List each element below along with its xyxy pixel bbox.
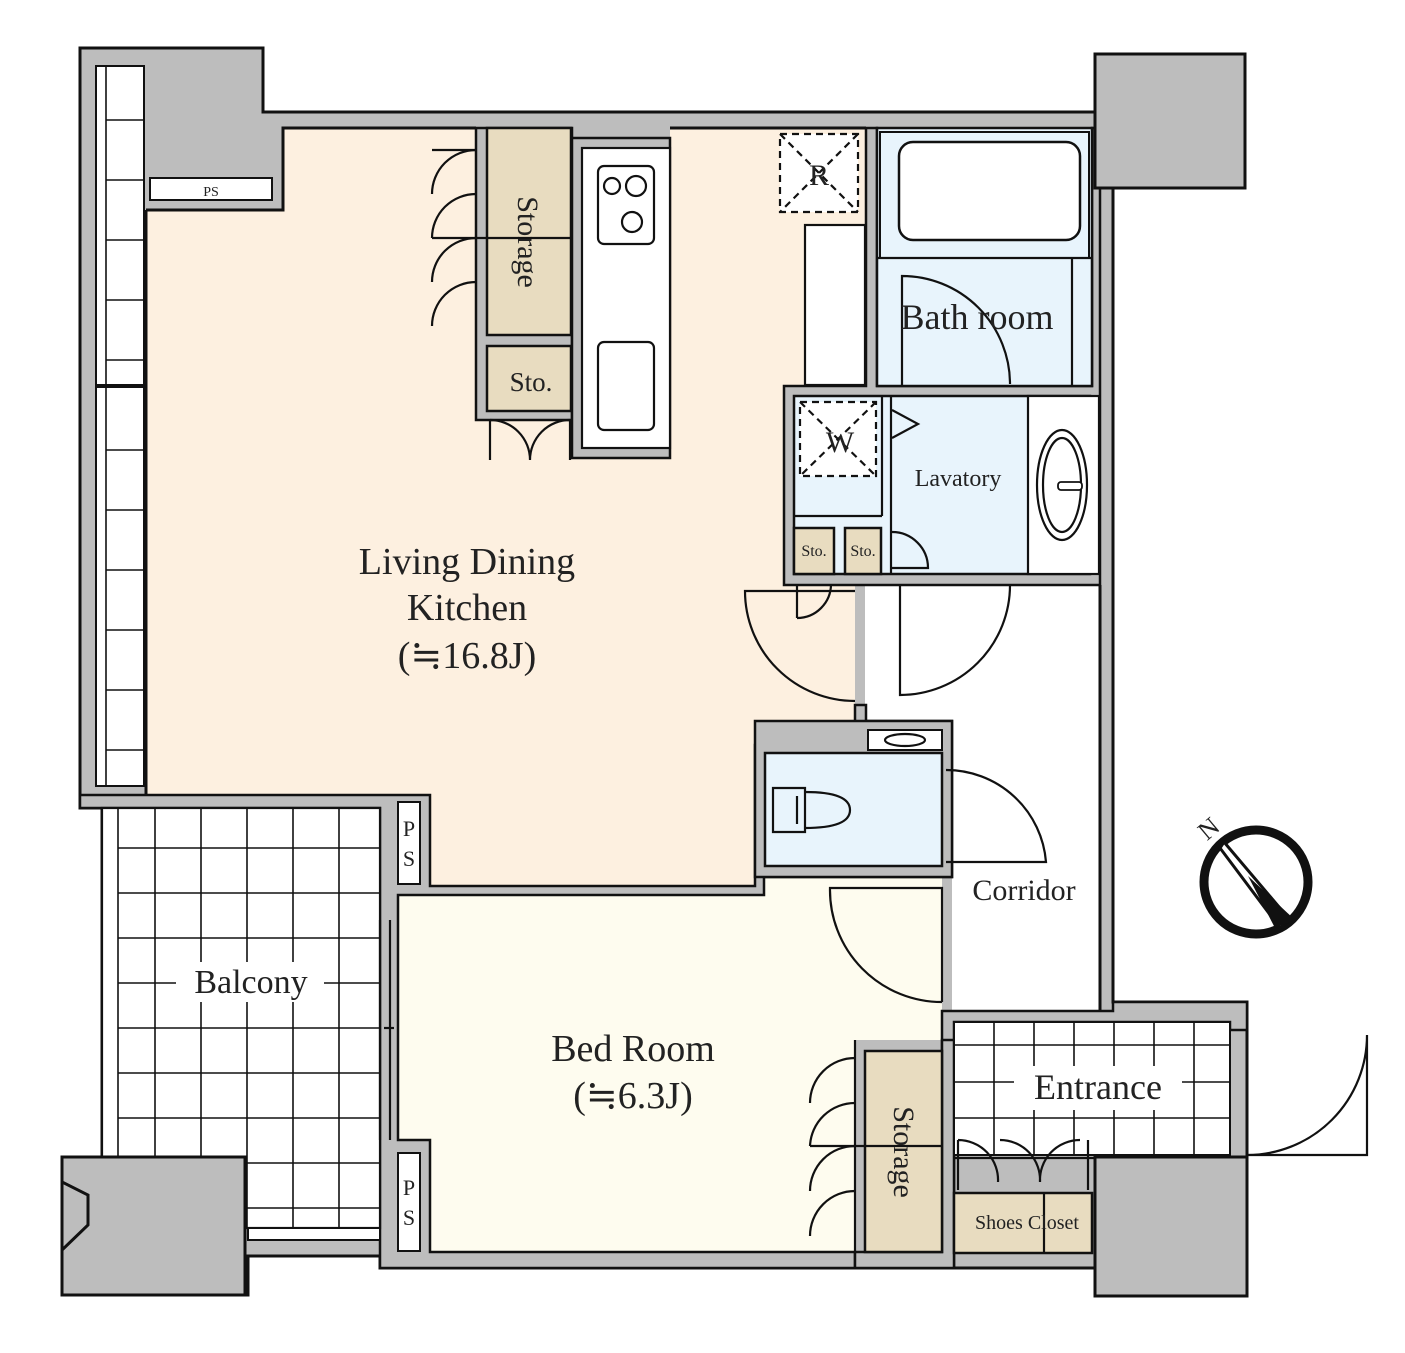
ps-bottom: P S P S	[397, 1152, 421, 1252]
sto-small-1-label: Sto.	[801, 543, 826, 560]
bath-room: Bath room	[877, 131, 1092, 386]
sto-small-2[interactable]: Sto.	[843, 526, 930, 576]
doors[interactable]	[743, 584, 1048, 1004]
svg-text:P: P	[403, 816, 415, 841]
lavatory: W Lavatory	[794, 394, 1101, 576]
kitchen-counter	[580, 146, 672, 450]
lavatory-label: Lavatory	[915, 466, 1002, 492]
balcony-label: Balcony	[194, 964, 307, 1001]
wash-basin-icon	[1035, 428, 1089, 542]
entrance-label: Entrance	[1034, 1067, 1162, 1107]
corridor-label: Corridor	[972, 874, 1075, 907]
sto-main-label: Sto.	[510, 367, 553, 397]
cooktop-icon	[596, 164, 656, 246]
ps-mid: P S P S	[397, 801, 421, 885]
ldk-labels: Living Dining Kitchen (≒16.8J)	[359, 541, 575, 677]
fridge-space: R	[778, 132, 867, 387]
bedroom-label: Bed Room	[551, 1028, 715, 1070]
sto-main[interactable]: Sto.	[485, 344, 573, 461]
bathtub-icon	[897, 140, 1082, 242]
washer-label: W	[826, 426, 855, 459]
entrance-door[interactable]	[1246, 1034, 1369, 1157]
left-window	[95, 65, 145, 787]
svg-text:S: S	[403, 1205, 415, 1230]
ps-top-label: PS	[203, 185, 219, 200]
bedroom-size: (≒6.3J)	[573, 1075, 692, 1117]
ldk-size: (≒16.8J)	[398, 635, 536, 677]
ldk-door	[743, 589, 856, 703]
toilet-icon	[804, 790, 852, 830]
ps-top: PS	[149, 177, 273, 201]
svg-text:S: S	[403, 846, 415, 871]
window-mullions	[96, 119, 144, 751]
bed-storage[interactable]: Storage	[808, 1040, 944, 1254]
fridge-label: R	[809, 159, 829, 192]
sink-icon	[596, 340, 656, 432]
storage-bed-label: Storage	[887, 1106, 920, 1198]
ldk-label-1: Living Dining	[359, 541, 575, 583]
shoes-closet[interactable]: Shoes Closet	[952, 1191, 1094, 1255]
sto-small-1[interactable]: Sto.	[792, 526, 836, 620]
lavatory-door	[898, 584, 1012, 697]
bedroom-door	[828, 886, 944, 1004]
compass: N	[1192, 811, 1313, 939]
storage-kitchen-label: Storage	[511, 196, 544, 288]
bedroom-labels: Bed Room (≒6.3J)	[551, 1028, 715, 1117]
kitchen-storage[interactable]: Storage	[430, 126, 573, 337]
toilet	[771, 729, 943, 834]
bath-door[interactable]	[900, 274, 1012, 386]
entrance: Entrance	[953, 1021, 1369, 1190]
sto-small-2-label: Sto.	[850, 543, 875, 560]
shoes-closet-label: Shoes Closet	[975, 1212, 1079, 1234]
svg-text:P: P	[403, 1175, 415, 1200]
toilet-door	[945, 768, 1048, 864]
corridor: Corridor	[972, 874, 1075, 907]
column-top-right	[1093, 52, 1247, 190]
ldk-label-2: Kitchen	[407, 587, 527, 629]
bath-label: Bath room	[901, 297, 1054, 337]
column-bottom-right	[1093, 1155, 1249, 1298]
compass-needle-icon	[1248, 876, 1295, 928]
column-bottom-left	[60, 1155, 247, 1297]
